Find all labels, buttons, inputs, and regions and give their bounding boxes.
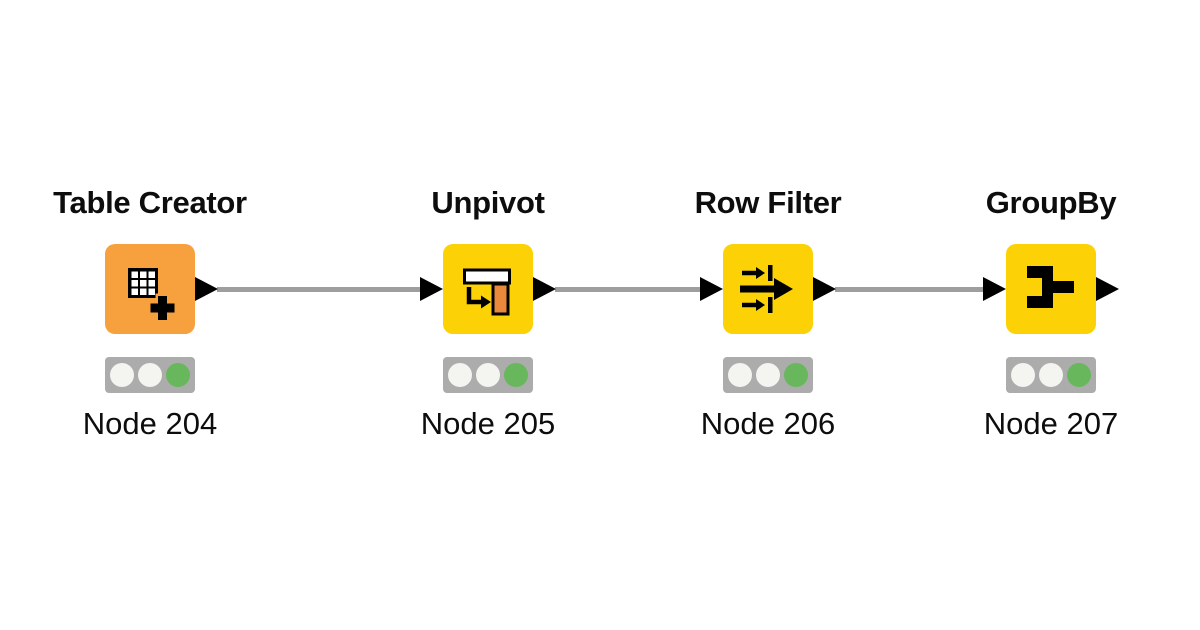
node-table-creator: Table Creator	[53, 185, 247, 450]
node-body[interactable]	[105, 244, 195, 334]
status-light-green	[504, 363, 528, 387]
status-traffic-light	[1006, 357, 1096, 393]
connection-206-207[interactable]	[835, 287, 984, 292]
input-port[interactable]	[420, 277, 443, 301]
node-label: Node 207	[983, 406, 1119, 441]
table-create-icon	[128, 268, 177, 323]
connection-205-206[interactable]	[555, 287, 701, 292]
node-label: Node 204	[82, 406, 218, 441]
node-body[interactable]	[723, 244, 813, 334]
node-body[interactable]	[1006, 244, 1096, 334]
input-port[interactable]	[700, 277, 723, 301]
status-light-green	[1067, 363, 1091, 387]
status-traffic-light	[443, 357, 533, 393]
status-light-yellow	[138, 363, 162, 387]
status-light-yellow	[476, 363, 500, 387]
output-port[interactable]	[1096, 277, 1119, 301]
node-title: Table Creator	[53, 185, 247, 220]
status-light-red	[110, 363, 134, 387]
status-light-red	[448, 363, 472, 387]
output-port[interactable]	[533, 277, 556, 301]
status-light-red	[728, 363, 752, 387]
output-port[interactable]	[813, 277, 836, 301]
node-title: GroupBy	[985, 185, 1117, 220]
output-port[interactable]	[195, 277, 218, 301]
status-light-red	[1011, 363, 1035, 387]
node-unpivot: Unpivot Node 205	[420, 185, 556, 450]
node-label: Node 206	[700, 406, 836, 441]
input-port[interactable]	[983, 277, 1006, 301]
status-light-green	[166, 363, 190, 387]
node-title: Row Filter	[694, 185, 842, 220]
unpivot-icon	[463, 268, 511, 316]
node-label: Node 205	[420, 406, 556, 441]
groupby-icon	[1027, 266, 1074, 308]
node-groupby: GroupBy Node 207	[983, 185, 1119, 450]
status-light-yellow	[1039, 363, 1063, 387]
connection-204-205[interactable]	[217, 287, 421, 292]
node-row-filter: Row Filter Node 206	[695, 185, 842, 450]
row-filter-icon	[740, 265, 793, 313]
status-traffic-light	[723, 357, 813, 393]
node-body[interactable]	[443, 244, 533, 334]
status-light-yellow	[756, 363, 780, 387]
status-light-green	[784, 363, 808, 387]
node-title: Unpivot	[431, 185, 545, 220]
status-traffic-light	[105, 357, 195, 393]
